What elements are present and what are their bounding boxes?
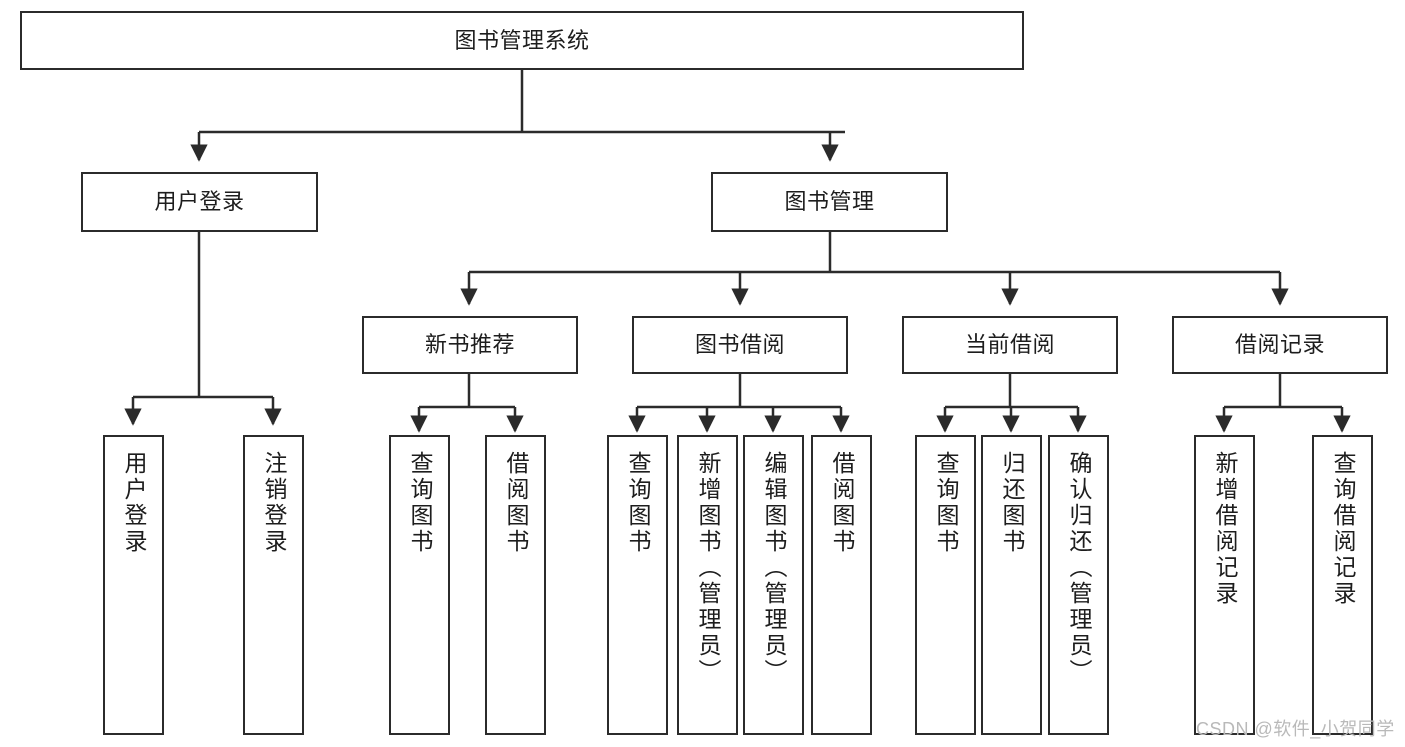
leaf-label: 用户登录 <box>121 451 147 555</box>
leaf-label: 新增图书（管理员） <box>695 451 721 685</box>
node-book-management[interactable]: 图书管理 <box>711 172 948 232</box>
leaf-new-book-query[interactable]: 查询图书 <box>389 435 450 735</box>
node-current-borrow[interactable]: 当前借阅 <box>902 316 1118 374</box>
leaf-label: 查询图书 <box>625 451 651 555</box>
node-book-borrow-label: 图书借阅 <box>694 332 785 358</box>
node-new-book-recommend[interactable]: 新书推荐 <box>362 316 578 374</box>
node-user-login-label: 用户登录 <box>154 189 245 215</box>
leaf-label: 编辑图书（管理员） <box>761 451 787 685</box>
node-user-login[interactable]: 用户登录 <box>81 172 318 232</box>
leaf-label: 查询图书 <box>933 451 959 555</box>
node-root-label: 图书管理系统 <box>454 27 590 53</box>
leaf-borrow-record-add[interactable]: 新增借阅记录 <box>1194 435 1255 735</box>
leaf-new-book-borrow[interactable]: 借阅图书 <box>485 435 546 735</box>
node-borrow-record-label: 借阅记录 <box>1234 332 1325 358</box>
leaf-book-borrow-query[interactable]: 查询图书 <box>607 435 668 735</box>
node-root[interactable]: 图书管理系统 <box>20 11 1024 70</box>
csdn-watermark: CSDN @软件_小贺同学 <box>1196 719 1395 739</box>
node-current-borrow-label: 当前借阅 <box>964 332 1055 358</box>
node-new-book-recommend-label: 新书推荐 <box>424 332 515 358</box>
leaf-label: 查询图书 <box>407 451 433 555</box>
node-borrow-record[interactable]: 借阅记录 <box>1172 316 1388 374</box>
leaf-current-borrow-return[interactable]: 归还图书 <box>981 435 1042 735</box>
leaf-book-borrow-borrow[interactable]: 借阅图书 <box>811 435 872 735</box>
node-book-borrow[interactable]: 图书借阅 <box>632 316 848 374</box>
leaf-book-borrow-add[interactable]: 新增图书（管理员） <box>677 435 738 735</box>
leaf-label: 新增借阅记录 <box>1212 451 1238 607</box>
leaf-label: 查询借阅记录 <box>1330 451 1356 607</box>
leaf-current-borrow-query[interactable]: 查询图书 <box>915 435 976 735</box>
node-book-management-label: 图书管理 <box>784 189 875 215</box>
leaf-label: 注销登录 <box>261 451 287 555</box>
leaf-current-borrow-confirm[interactable]: 确认归还（管理员） <box>1048 435 1109 735</box>
leaf-label: 确认归还（管理员） <box>1066 451 1092 685</box>
leaf-label: 借阅图书 <box>829 451 855 555</box>
leaf-label: 归还图书 <box>999 451 1025 555</box>
leaf-user-login-login[interactable]: 用户登录 <box>103 435 164 735</box>
leaf-label: 借阅图书 <box>503 451 529 555</box>
leaf-book-borrow-edit[interactable]: 编辑图书（管理员） <box>743 435 804 735</box>
leaf-borrow-record-query[interactable]: 查询借阅记录 <box>1312 435 1373 735</box>
leaf-user-login-logout[interactable]: 注销登录 <box>243 435 304 735</box>
